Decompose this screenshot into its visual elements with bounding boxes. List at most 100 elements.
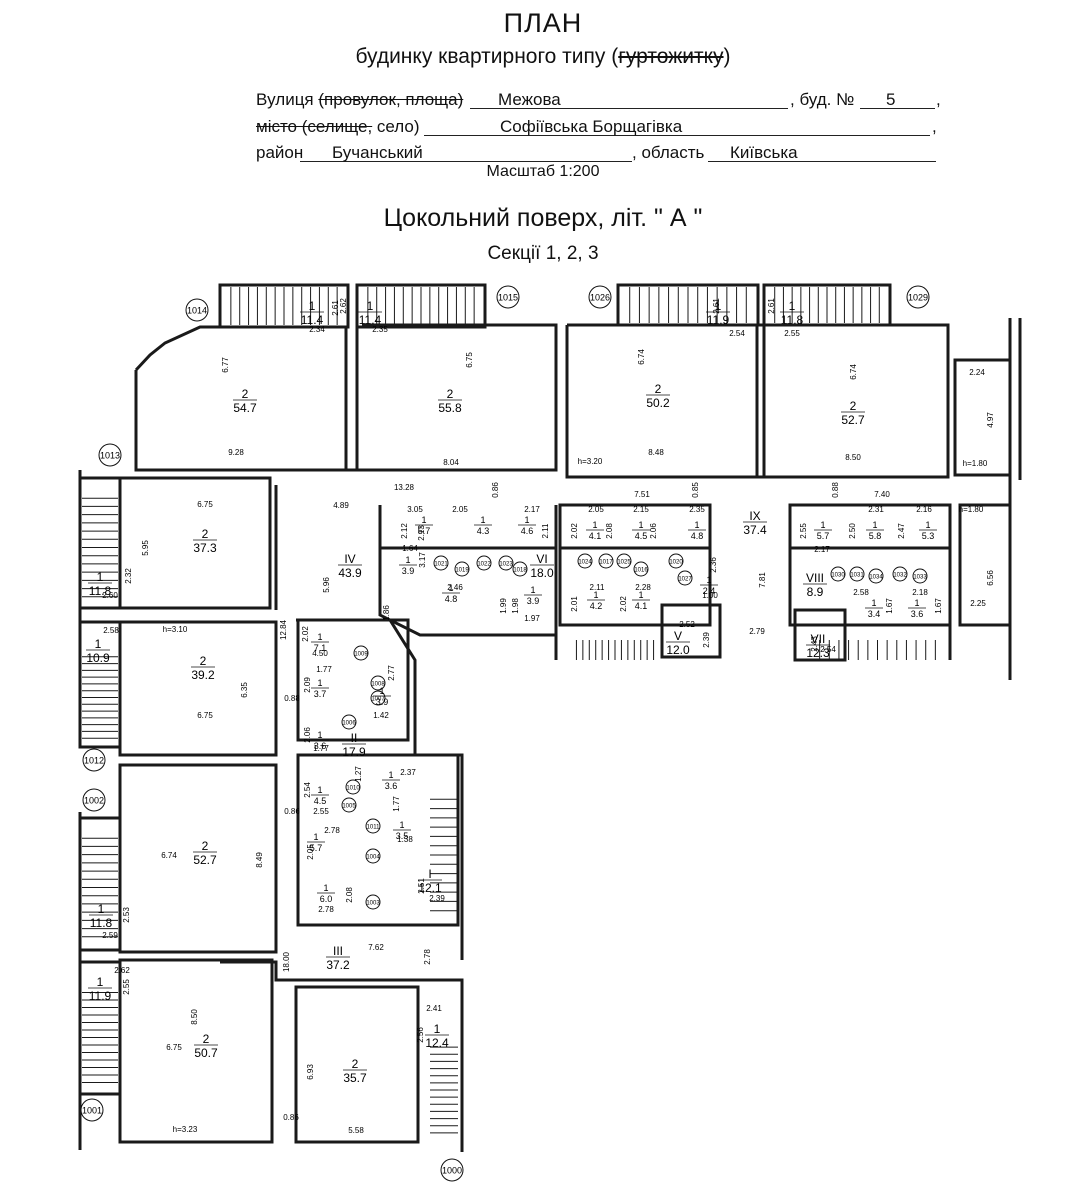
dimension-label: 2.15 <box>633 505 649 514</box>
room-number: 1 <box>524 515 529 525</box>
door-tag: 1011 <box>367 825 381 831</box>
door-tag-circle <box>868 568 884 584</box>
door-tag: 1019 <box>455 568 469 574</box>
dimension-label: 12.84 <box>279 619 288 640</box>
dimension-label: 1.64 <box>402 544 418 553</box>
dimension-label: 2.25 <box>970 599 986 608</box>
dimension-label: 2.39 <box>429 894 445 903</box>
room-number: 2 <box>850 399 857 413</box>
dimension-label: 2.36 <box>709 557 718 573</box>
room-number: 1 <box>789 299 796 313</box>
door-tag: 1024 <box>578 560 592 566</box>
dimension-label: 2.51 <box>417 878 426 894</box>
room-number: III <box>333 944 343 958</box>
room-number: VIII <box>806 571 824 585</box>
room-area: 11.4 <box>301 313 324 327</box>
dimension-label: 2.31 <box>868 505 884 514</box>
room-number: 1 <box>379 686 384 696</box>
door-tag: 1005 <box>342 804 356 810</box>
door-tag-circle <box>476 555 492 571</box>
door-tag-circle <box>353 645 369 661</box>
dimension-label: 2.58 <box>853 588 869 597</box>
room-area: 5.7 <box>418 526 431 536</box>
dimension-label: 1.99 <box>499 598 508 614</box>
door-tag-circle <box>496 285 520 309</box>
floor-title: Цокольний поверх, літ. " А " <box>383 204 703 232</box>
city-label: місто (селище, село) <box>256 117 420 137</box>
room-number: I <box>428 867 431 881</box>
room-area: 3.5 <box>396 831 409 841</box>
dimension-label: 2.79 <box>749 627 765 636</box>
door-tag: 1018 <box>513 568 527 574</box>
room-area: 4.1 <box>635 601 648 611</box>
dimension-label: 5.96 <box>322 577 331 593</box>
dimension-label: 0.88 <box>831 482 840 498</box>
dimension-label: 1.42 <box>373 711 389 720</box>
room-area: 5.7 <box>817 531 830 541</box>
room-number: 1 <box>367 299 374 313</box>
subtitle-prefix: будинку квартирного типу ( <box>355 45 619 68</box>
dimension-label: 6.75 <box>166 1043 182 1052</box>
room-area: 37.3 <box>193 541 217 555</box>
dimension-label: 2.55 <box>784 329 800 338</box>
dimension-label: 9.28 <box>228 448 244 457</box>
room-number: 1 <box>317 730 322 740</box>
dimension-label: 2.11 <box>541 523 550 539</box>
room-area: 3.6 <box>314 741 327 751</box>
door-tag-circle <box>454 561 470 577</box>
room-area: 5.7 <box>310 843 323 853</box>
room-number: 1 <box>421 515 426 525</box>
dimension-label: 2.77 <box>387 665 396 681</box>
door-tag: 1033 <box>913 575 927 581</box>
dimension-label: 2.05 <box>306 844 315 860</box>
subtitle-suffix: ) <box>723 45 731 68</box>
room-area: 54.7 <box>233 401 257 415</box>
room-area: 6.0 <box>320 894 333 904</box>
dimension-label: 6.75 <box>465 352 474 368</box>
dimension-label: 2.78 <box>423 949 432 965</box>
door-tag-circle <box>370 690 386 706</box>
dimension-label: 2.46 <box>447 583 463 592</box>
room-number: 1 <box>317 678 322 688</box>
room-number: 2 <box>447 387 454 401</box>
dimension-label: 1.77 <box>392 796 401 812</box>
door-tag: 1002 <box>84 796 104 806</box>
dimension-label: 8.50 <box>190 1009 199 1025</box>
door-tag: 1023 <box>499 562 513 568</box>
room-number: 1 <box>95 637 102 651</box>
room-area: 3.9 <box>527 596 540 606</box>
door-tag: 1029 <box>908 293 928 303</box>
door-tag-circle <box>80 1098 104 1122</box>
door-tag-circle <box>906 285 930 309</box>
door-tag-circle <box>892 566 908 582</box>
room-number: 1 <box>480 515 485 525</box>
room-number: 2 <box>352 1057 359 1071</box>
room-number: 1 <box>317 632 322 642</box>
room-area: 3.4 <box>868 609 881 619</box>
room-number: 1 <box>434 1022 441 1036</box>
dimension-label: 6.74 <box>637 349 646 365</box>
dimension-label: 2.60 <box>102 591 118 600</box>
dimension-label: 2.55 <box>313 807 329 816</box>
door-tag-circle <box>616 553 632 569</box>
door-tag: 1027 <box>678 577 692 583</box>
dimension-label: 2.02 <box>301 626 310 642</box>
dimension-label: 2.54 <box>820 645 836 654</box>
room-number: 1 <box>694 520 699 530</box>
room-number: 1 <box>638 590 643 600</box>
dimension-label: 0.86 <box>491 482 500 498</box>
room-area: 11.8 <box>90 916 113 930</box>
room-area: 3.6 <box>385 781 398 791</box>
room-area: 11.8 <box>781 313 804 327</box>
door-tag-circle <box>668 553 684 569</box>
room-number: 1 <box>872 520 877 530</box>
dimension-label: 2.56 <box>416 1027 425 1043</box>
room-number: 1 <box>98 902 105 916</box>
dimension-label: 6.77 <box>221 357 230 373</box>
door-tag: 1015 <box>498 293 518 303</box>
room-area: 12.0 <box>666 643 690 657</box>
dimension-label: 2.50 <box>848 523 857 539</box>
dimension-label: 8.49 <box>255 852 264 868</box>
